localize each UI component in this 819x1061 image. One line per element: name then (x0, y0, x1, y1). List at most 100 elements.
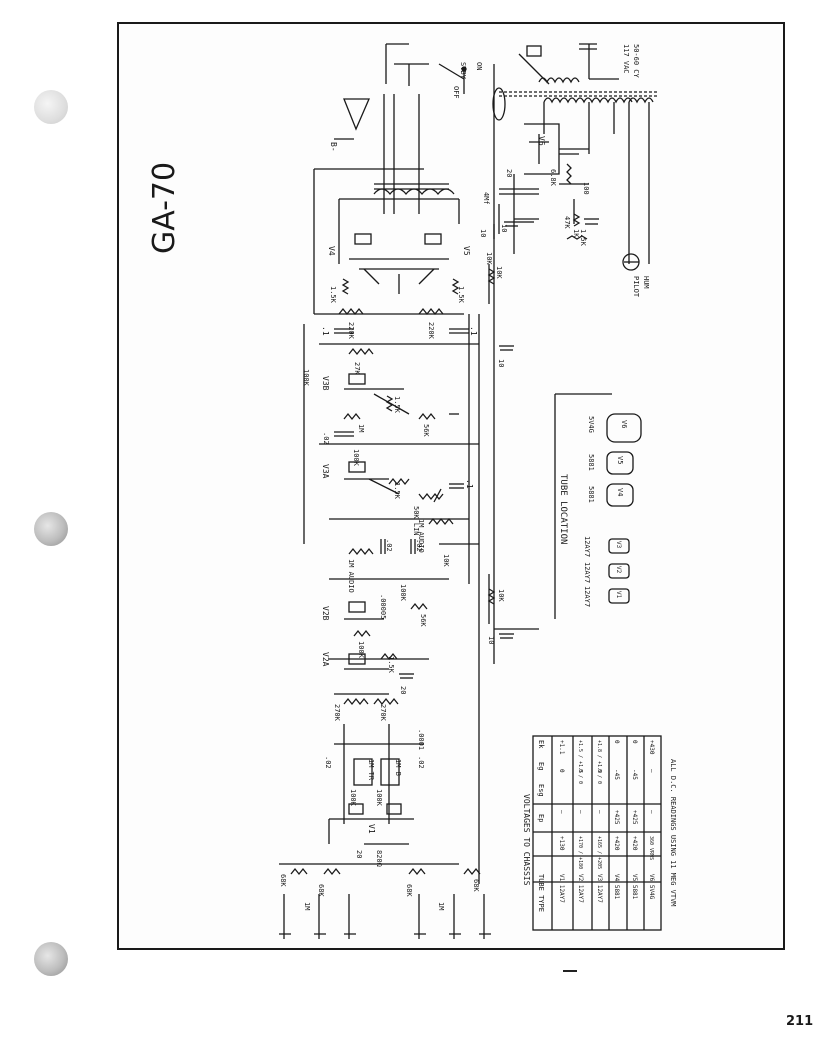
vt-row1-esg: — (558, 810, 565, 814)
vt-row-v1: V1 12AY7 +130 — 0 +1.1 (558, 740, 565, 903)
r-100k-5-label: 100K (302, 369, 310, 387)
r-68k-5-label: 6.8K (549, 169, 557, 187)
title-group: GA-70 (147, 162, 182, 254)
tube-v3-socket: V3 12AY7 (583, 536, 630, 557)
vt-row-v2: V2 12AY7 +170 / +180 — 0 / 0 +1.5 / +1.5 (577, 740, 584, 903)
r-68k-3-label: 68K (405, 884, 413, 897)
c-02-1-label: .02 (324, 756, 332, 769)
vt-row5-type: V5 5881 (631, 874, 638, 900)
on-label: ON (475, 62, 483, 70)
pilot-label: PILOT (632, 276, 640, 298)
c-1-3-label: .1 (469, 326, 478, 336)
pilot-section: PILOT HUM (622, 253, 650, 298)
vt-row3-ek: +1.8 / +1.9 (596, 740, 602, 773)
r-47k-label: 47K (563, 216, 571, 229)
r-820-label: 820Ω (375, 850, 383, 867)
vt-row4-eg: -45 (613, 769, 620, 780)
vt-header-ek: Ek (537, 740, 545, 749)
tube-v6-ref: V6 (620, 420, 628, 428)
r-100k-2-label: 100K (357, 641, 365, 659)
tube-v4-type: 5881 (587, 486, 595, 503)
r-15k-2-label: 1.5K (393, 482, 401, 500)
r-68k-1-label: 68K (279, 874, 287, 887)
c-02-2-label: .02 (417, 756, 425, 769)
tube-v3-type: 12AY7 (583, 536, 591, 557)
vt-row2-type: V2 12AY7 (577, 874, 584, 903)
stage-v2b: V2B .00005 56K 100K 100K 10K 10 (321, 574, 539, 659)
power-transformer (499, 91, 659, 264)
vt-row6-ep: 360 VRMS (648, 836, 654, 860)
tube-v1-socket: V1 12AY7 (583, 586, 630, 607)
page-title: GA-70 (147, 162, 182, 254)
tube-v3-ref: V3 (615, 541, 622, 549)
c-100-label: 100 (582, 182, 590, 195)
v2b-label: V2B (321, 606, 330, 621)
r-100k-1b-label: 100K (375, 789, 383, 807)
supply-rails (303, 104, 495, 884)
r-1m-3-label: 1M (357, 424, 365, 432)
vt-row6-esg: — (648, 810, 655, 814)
r-100k-4-label: 100K (352, 449, 360, 467)
r-1m-2-label: 1M (437, 902, 445, 910)
voltage-table: VOLTAGES TO CHASSIS TUBE TYPE Ep Esg Eg … (522, 735, 677, 931)
tube-v6-socket: V6 5V4G (587, 413, 642, 443)
c-4uf-label: 4Mf (482, 192, 490, 205)
r-100k-3-label: 100K (399, 584, 407, 602)
schematic-diagram: GA-70 STBY ON OFF (147, 43, 677, 939)
mains-freq-label: 50-60 CY (632, 44, 640, 79)
mains-voltage-label: 117 VAC (622, 44, 630, 74)
c-00005-label: .00005 (379, 594, 387, 619)
tube-v6-type: 5V4G (587, 416, 595, 433)
v3a-label: V3A (321, 464, 330, 479)
r-1m-1-label: 1M (303, 902, 311, 910)
v3b-label: V3B (321, 376, 330, 391)
c-02-4-label: .02 (415, 539, 423, 552)
c-20-2-label: 20 (399, 686, 407, 694)
vt-header-type: TUBE TYPE (537, 874, 545, 912)
tube-v1-ref: V1 (615, 591, 622, 599)
tube-v1-type: 12AY7 (583, 586, 591, 607)
c-02-5-label: .02 (322, 432, 330, 445)
vt-row4-ek: 0 (613, 740, 620, 744)
r-56k-1-label: 56K (419, 614, 427, 627)
c-10-2-label: 10 (500, 224, 508, 232)
filter-section: 20 4Mf 10 6.8K 100 47K 1.5K (482, 153, 599, 247)
vt-row5-ek: 0 (631, 740, 638, 744)
vt-row1-eg: 0 (558, 769, 565, 773)
c-10-bias-label: 10 (497, 359, 505, 367)
punch-hole-bottom (34, 942, 68, 976)
vt-row-v5: V5 5881 +420 +425 -45 0 (631, 740, 638, 900)
vt-row1-ep: +130 (558, 836, 565, 851)
vt-row2-ek: +1.5 / +1.5 (577, 740, 583, 773)
registration-dash (563, 970, 577, 972)
r-1k-label: 1K (572, 229, 580, 238)
vt-row4-esg: +425 (613, 810, 620, 825)
r-220k-2-label: 220K (427, 322, 435, 340)
input-stage-v1: 270K 270K .02 .02 .0001 1M TR 1M B 100K … (324, 693, 425, 867)
r-1m-audio-1-label: 1M AUDIO (347, 559, 355, 593)
r-10k-3-label: 10K (495, 266, 503, 279)
r-10k-1-label: 10K (497, 589, 505, 602)
r-10k-4-label: 10K (485, 252, 493, 265)
r-1m-b-label: 1M B (394, 759, 402, 776)
vt-row6-ek: +430 (648, 740, 655, 755)
r-270k-2-label: 270K (379, 704, 387, 722)
tube-v4-ref: V4 (616, 488, 624, 496)
vt-row2-eg: 0 / 0 (577, 769, 583, 784)
vt-header-ep: Ep (537, 814, 545, 822)
vt-row-v3: V3 12AY7 +165 / +205 — 0 / 0 +1.8 / +1.9 (596, 740, 603, 903)
tube-v2-ref: V2 (615, 566, 622, 574)
r-10k-2-label: 10K (442, 554, 450, 567)
vt-header-eg: Eg (537, 762, 545, 770)
vt-row5-ep: +420 (631, 836, 638, 851)
punch-hole-middle (34, 512, 68, 546)
tube-v5-ref: V5 (616, 456, 624, 464)
vt-row-v4: V4 5881 +420 +425 -45 0 (613, 740, 620, 900)
r-15k-1-label: 1.5K (387, 656, 395, 674)
b-minus-label: B- (329, 142, 338, 152)
tube-v5-type: 5881 (587, 454, 595, 471)
hum-label: HUM (642, 276, 650, 289)
v6-label: V6 (537, 136, 546, 146)
input-jacks: 68K 68K 68K 68K 1M 1M (279, 863, 491, 939)
c-20-3-label: 20 (505, 169, 513, 177)
